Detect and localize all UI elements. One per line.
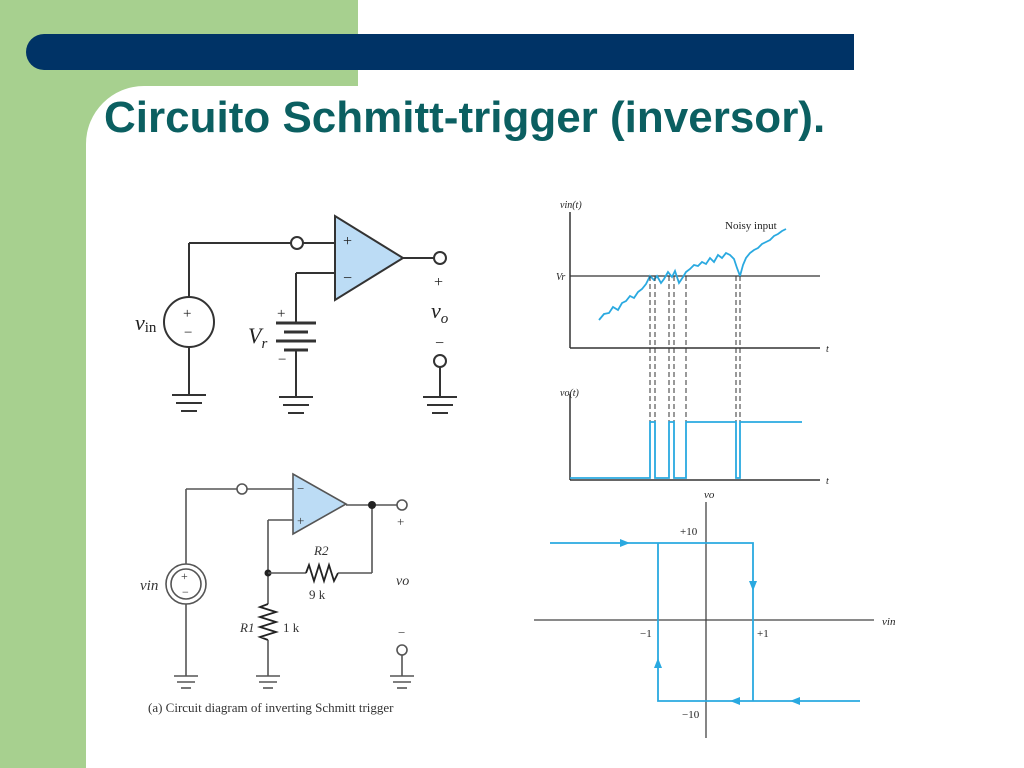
arrow-right-icon: [620, 539, 630, 547]
t-label-bottom: t: [826, 476, 829, 487]
left-decor-band: [0, 0, 86, 768]
op-amp-b: [292, 472, 348, 536]
output-pulse-trace: [570, 421, 802, 479]
ground-icon: [172, 394, 206, 412]
vin-source-plus: +: [183, 306, 191, 322]
vo-t-label: vo(t): [560, 388, 580, 399]
resistor-r1: [256, 603, 280, 641]
arrow-left-icon: [790, 697, 800, 705]
circuit-a: [163, 214, 457, 414]
vo-minus-b: −: [398, 625, 405, 640]
ground-icon: [256, 675, 280, 689]
t-label-top: t: [826, 344, 829, 355]
arrow-left-icon: [730, 697, 740, 705]
terminal-b-out: [396, 499, 408, 511]
op-amp-a-plus: +: [343, 233, 352, 250]
hysteresis-arrows: [620, 539, 800, 705]
ground-icon: [390, 675, 414, 689]
op-amp-a: [334, 214, 405, 302]
waveform-input-plot: vin(t) Noisy input Vr t: [556, 200, 829, 355]
vo-plus: +: [434, 274, 443, 291]
circuit-a-labels: + − + − vin + − Vr + vo −: [135, 233, 449, 368]
vr-tick-label: Vr: [556, 272, 565, 283]
vin-t-label: vin(t): [560, 200, 582, 211]
op-amp-b-plus: +: [297, 513, 304, 528]
vo-label-b: vo: [396, 574, 409, 589]
circuit-b: [165, 472, 414, 689]
vo-minus: −: [435, 335, 444, 352]
arrow-up-icon: [654, 658, 662, 668]
battery-plus: +: [277, 306, 285, 322]
terminal-b-in: [236, 483, 248, 495]
circuit-b-labels: − + + − vin R2 9 k R1 1 k + vo − (a) Cir…: [140, 481, 409, 715]
vo-plus-b: +: [397, 514, 404, 529]
y-tick-plus10: +10: [680, 526, 698, 538]
battery-minus: −: [278, 352, 286, 368]
waveform-output-plot: vo(t) t: [560, 388, 829, 487]
r1-label: R1: [239, 620, 254, 635]
vin-label-a: vin: [135, 310, 157, 336]
y-tick-minus10: −10: [682, 709, 700, 721]
r2-label: R2: [313, 543, 329, 558]
vin-axis-label: vin: [882, 616, 896, 628]
circuit-b-caption: (a) Circuit diagram of inverting Schmitt…: [148, 700, 394, 715]
noisy-input-label: Noisy input: [725, 220, 777, 232]
arrow-down-icon: [749, 581, 757, 591]
op-amp-a-minus: −: [343, 270, 352, 287]
crossing-dash-lines: [649, 276, 741, 426]
r2-value: 9 k: [309, 587, 326, 602]
vin-source-b-plus: +: [181, 569, 188, 583]
ground-icon: [174, 675, 198, 689]
noisy-input-trace: [598, 228, 787, 321]
terminal-a-out: [433, 251, 447, 265]
terminal-a-ref: [433, 354, 447, 368]
terminal-b-ref: [396, 644, 408, 656]
ground-icon: [423, 396, 457, 414]
vr-label-a: Vr: [248, 323, 267, 352]
op-amp-b-minus: −: [297, 481, 304, 496]
hysteresis-lower-path: [657, 543, 860, 702]
slide-title: Circuito Schmitt-trigger (inversor).: [104, 93, 826, 142]
terminal-a-in: [290, 236, 304, 250]
hysteresis-plot: vo vin +10 −10 −1 +1: [534, 489, 896, 738]
title-bar: [26, 34, 854, 70]
resistor-r2: [305, 561, 339, 585]
vin-source-minus: −: [184, 325, 192, 341]
r1-value: 1 k: [283, 620, 300, 635]
hysteresis-upper-path: [550, 542, 754, 701]
vo-axis-label: vo: [704, 489, 715, 501]
ground-icon: [279, 396, 313, 414]
x-tick-minus1: −1: [640, 628, 652, 640]
vin-source-b-minus: −: [182, 585, 189, 599]
x-tick-plus1: +1: [757, 628, 769, 640]
vo-label-a: vo: [431, 298, 449, 327]
vin-label-b: vin: [140, 578, 158, 594]
